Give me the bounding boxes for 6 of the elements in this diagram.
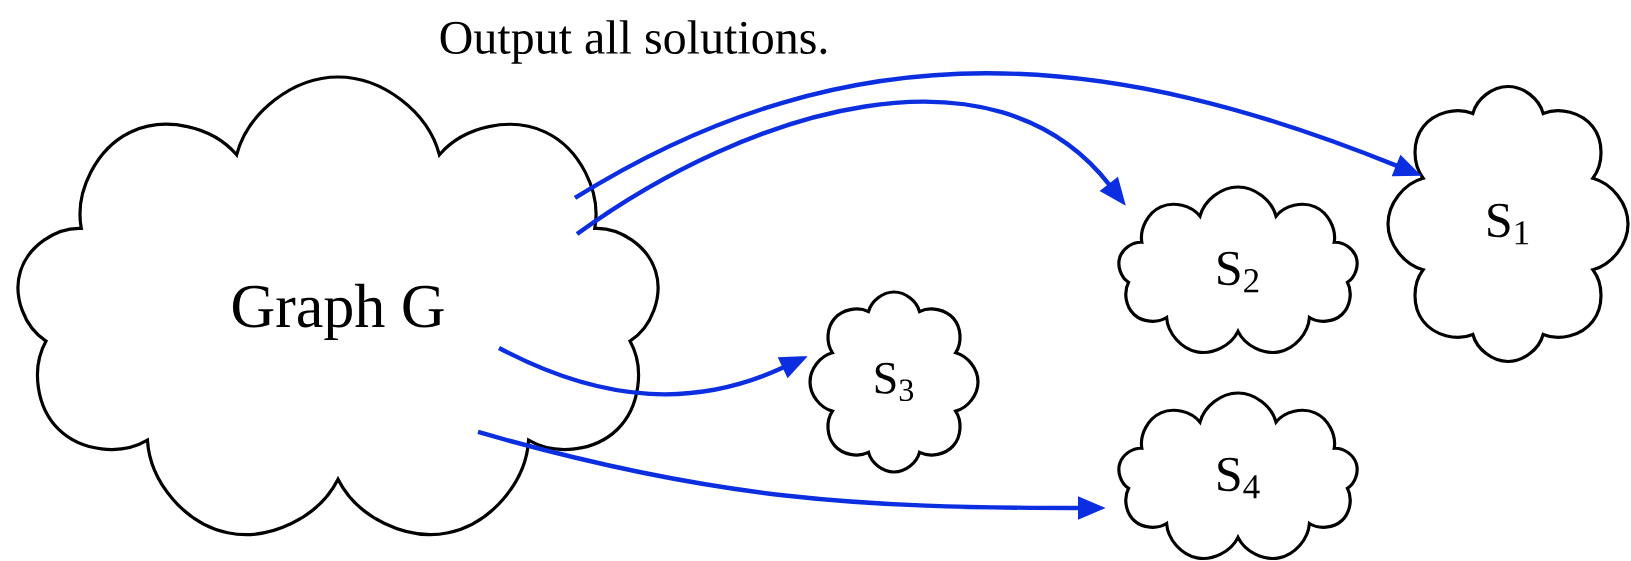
cloud: S$_{3}$ <box>808 290 980 474</box>
cloud: Graph G <box>16 75 660 537</box>
cloud: S$_{4}$ <box>1117 391 1359 560</box>
cloud: S$_{1}$ <box>1386 84 1630 364</box>
cloud: S$_{2}$ <box>1117 185 1359 354</box>
heading-text: Output all solutions. <box>440 20 827 64</box>
